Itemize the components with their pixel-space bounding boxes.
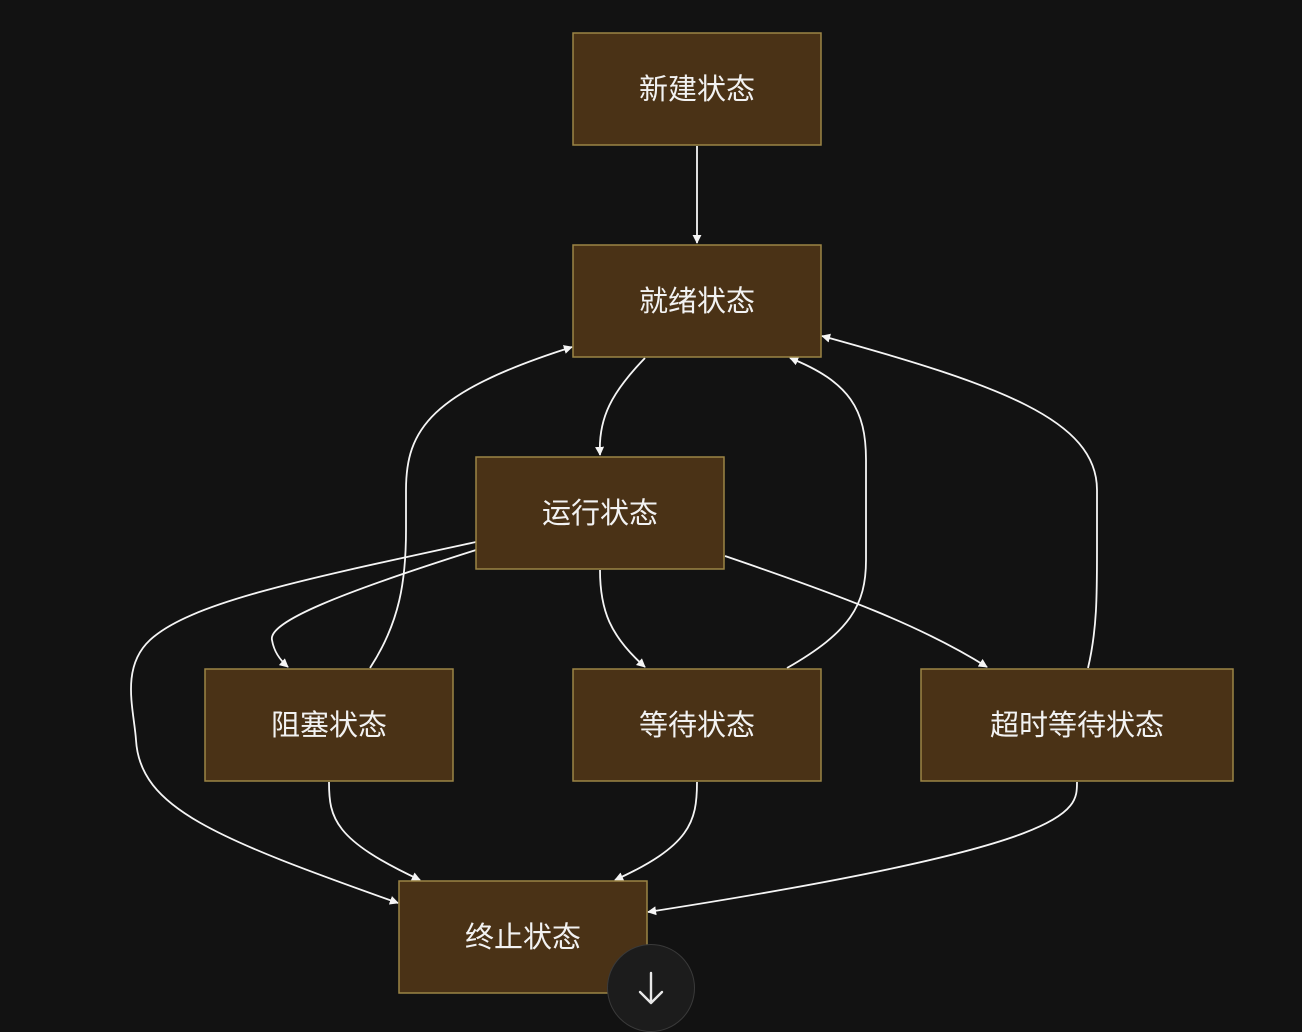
edge-timed-waiting-to-ready — [821, 333, 1098, 669]
node-timed-waiting-label: 超时等待状态 — [990, 708, 1164, 742]
node-running-label: 运行状态 — [542, 496, 658, 530]
edges — [130, 146, 1098, 916]
node-terminated: 终止状态 — [398, 880, 648, 994]
edge-running-to-timed-waiting — [724, 555, 988, 668]
node-running: 运行状态 — [475, 456, 725, 570]
edge-blocked-to-ready — [369, 345, 573, 669]
edge-timed-waiting-to-terminated — [647, 781, 1078, 916]
node-waiting-label: 等待状态 — [639, 708, 755, 742]
node-blocked-label: 阻塞状态 — [271, 708, 387, 742]
arrow-down-icon — [638, 971, 664, 1005]
node-ready: 就绪状态 — [572, 244, 822, 358]
edge-waiting-to-terminated — [614, 781, 698, 881]
node-new: 新建状态 — [572, 32, 822, 146]
edge-blocked-to-terminated — [328, 781, 421, 881]
edge-running-to-blocked — [271, 549, 477, 668]
node-ready-label: 就绪状态 — [639, 284, 755, 318]
node-terminated-label: 终止状态 — [465, 920, 581, 954]
node-timed-waiting: 超时等待状态 — [920, 668, 1234, 782]
edge-waiting-to-ready — [786, 356, 867, 669]
scroll-down-button[interactable] — [607, 944, 695, 1032]
nodes: 新建状态 就绪状态 运行状态 阻塞状态 等待状态 超时等待状态 终止状态 — [204, 32, 1234, 994]
node-new-label: 新建状态 — [639, 72, 755, 106]
node-blocked: 阻塞状态 — [204, 668, 454, 782]
edge-running-to-waiting — [599, 569, 646, 668]
edge-running-to-terminated — [130, 541, 477, 905]
edge-ready-to-running — [595, 357, 646, 456]
node-waiting: 等待状态 — [572, 668, 822, 782]
